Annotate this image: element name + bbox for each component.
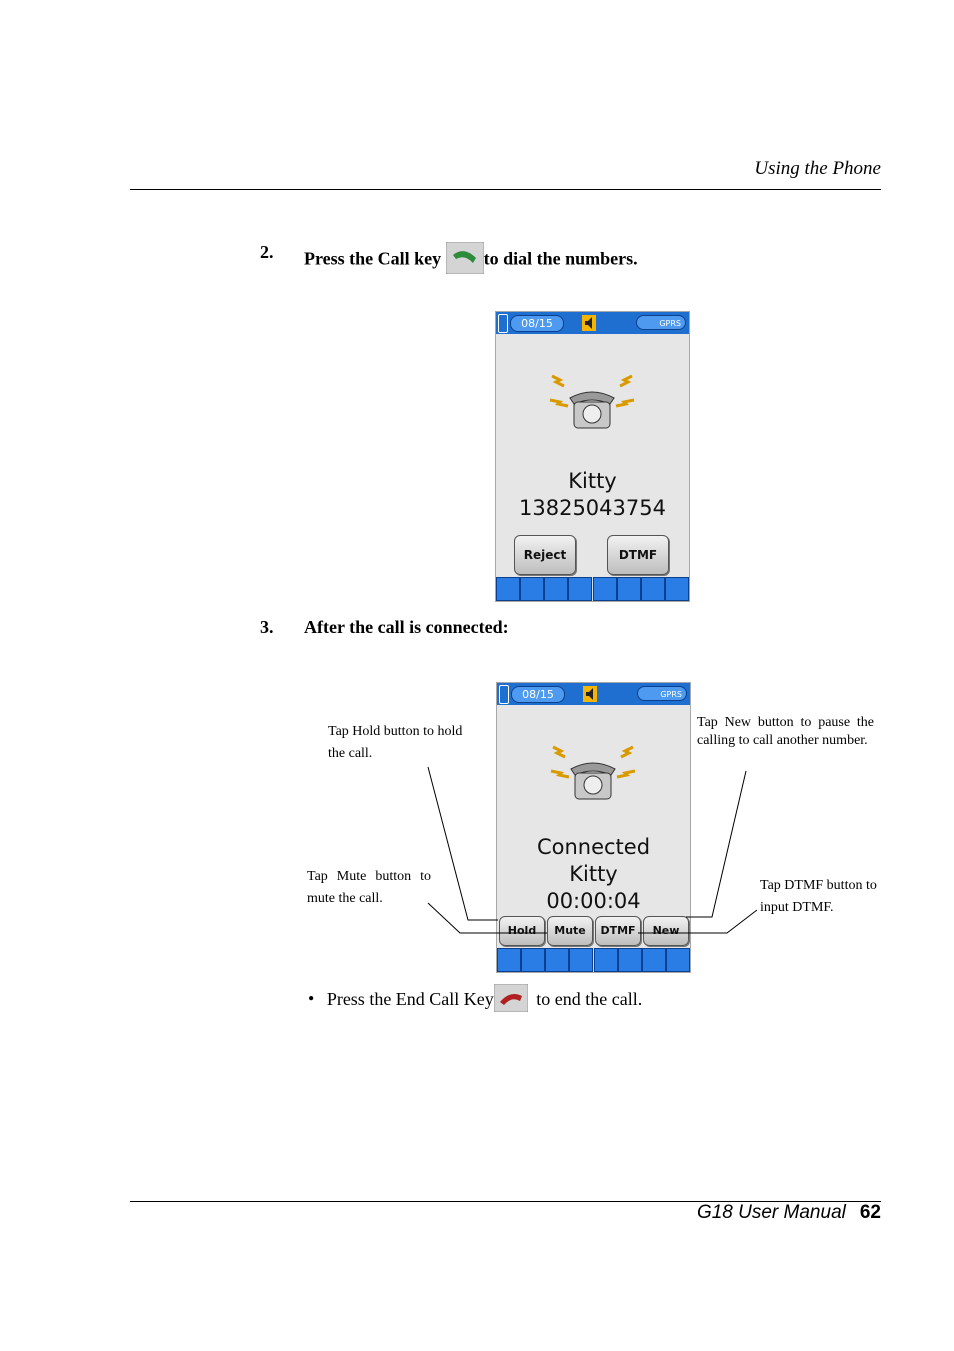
- footer-rule: [130, 1201, 881, 1202]
- download-icon[interactable]: [617, 948, 642, 972]
- dtmf-button[interactable]: DTMF: [607, 535, 669, 575]
- mute-button[interactable]: Mute: [547, 916, 593, 946]
- search-icon[interactable]: [545, 948, 570, 972]
- download-icon[interactable]: [616, 577, 641, 601]
- header-rule: [130, 189, 881, 190]
- home-icon[interactable]: [496, 577, 520, 601]
- bullet-text-after: to end the call.: [536, 988, 643, 1009]
- hold-button[interactable]: Hold: [499, 916, 545, 946]
- footer: G18 User Manual 62: [697, 1202, 881, 1224]
- step-2-number: 2.: [260, 242, 274, 262]
- ringing-phone-icon: [549, 374, 635, 429]
- end-call-instruction: • Press the End Call Key to end the call…: [308, 983, 643, 1017]
- step-3-text: After the call is connected:: [304, 617, 509, 637]
- mute-callout: Tap Mute button to mute the call.: [307, 869, 431, 906]
- reject-button[interactable]: Reject: [514, 535, 576, 575]
- signal-label: GPRS: [660, 690, 682, 699]
- phone-number: 13825043754: [519, 496, 666, 520]
- brightness-icon[interactable]: [592, 577, 617, 601]
- green-call-key-icon: [445, 241, 485, 279]
- red-end-call-key-icon: [493, 983, 529, 1017]
- step-2-text-after: to dial the numbers.: [483, 248, 638, 269]
- bottom-toolbar: [496, 577, 689, 601]
- list-icon[interactable]: [521, 948, 546, 972]
- dtmf-button[interactable]: DTMF: [595, 916, 641, 946]
- bullet-symbol: •: [308, 988, 315, 1009]
- brightness-icon[interactable]: [593, 948, 618, 972]
- ringing-phone-icon: [550, 745, 636, 800]
- call-timer: 00:00:04: [546, 889, 641, 913]
- bottom-toolbar: [497, 948, 690, 972]
- signal-indicator: GPRS: [637, 686, 687, 701]
- search-icon[interactable]: [544, 577, 569, 601]
- contact-name: Kitty: [568, 469, 617, 493]
- date-display: 08/15: [511, 686, 565, 703]
- contact-name: Kitty: [569, 862, 618, 886]
- date-display: 08/15: [510, 315, 564, 332]
- signal-label: GPRS: [659, 319, 681, 328]
- hold-callout: Tap Hold button to hold the call.: [328, 724, 463, 761]
- keyboard-icon[interactable]: [641, 948, 666, 972]
- speaker-icon: [582, 315, 596, 331]
- incoming-call-screen: 08/15 GPRS Kitty 13825043754 Reject DTMF: [495, 311, 690, 602]
- keyboard-icon[interactable]: [640, 577, 665, 601]
- up-arrow-icon[interactable]: [664, 577, 689, 601]
- connected-call-screen: 08/15 GPRS Connected Kitty 00:00:04 Hold…: [496, 682, 691, 973]
- status-bar: 08/15 GPRS: [497, 683, 690, 705]
- status-bar: 08/15 GPRS: [496, 312, 689, 334]
- speaker-icon: [583, 686, 597, 702]
- call-status: Connected: [536, 835, 651, 859]
- contrast-icon[interactable]: [569, 948, 594, 972]
- battery-icon: [499, 685, 509, 704]
- step-2-text-before: Press the Call key: [304, 248, 442, 269]
- bullet-text-before: Press the End Call Key: [326, 988, 494, 1009]
- home-icon[interactable]: [497, 948, 521, 972]
- list-icon[interactable]: [520, 577, 545, 601]
- step-3-number: 3.: [260, 617, 274, 637]
- dtmf-callout: Tap DTMF button to input DTMF.: [760, 878, 877, 915]
- battery-icon: [498, 314, 508, 333]
- up-arrow-icon[interactable]: [665, 948, 690, 972]
- new-button[interactable]: New: [643, 916, 689, 946]
- page-number: 62: [859, 1202, 881, 1223]
- manual-title: G18 User Manual: [696, 1202, 846, 1223]
- step-2-instruction: Press the Call key to dial the numbers.: [304, 241, 638, 279]
- contrast-icon[interactable]: [568, 577, 593, 601]
- signal-indicator: GPRS: [636, 315, 686, 330]
- new-callout: Tap New button to pause the calling to c…: [697, 715, 874, 748]
- section-title: Using the Phone: [754, 158, 881, 179]
